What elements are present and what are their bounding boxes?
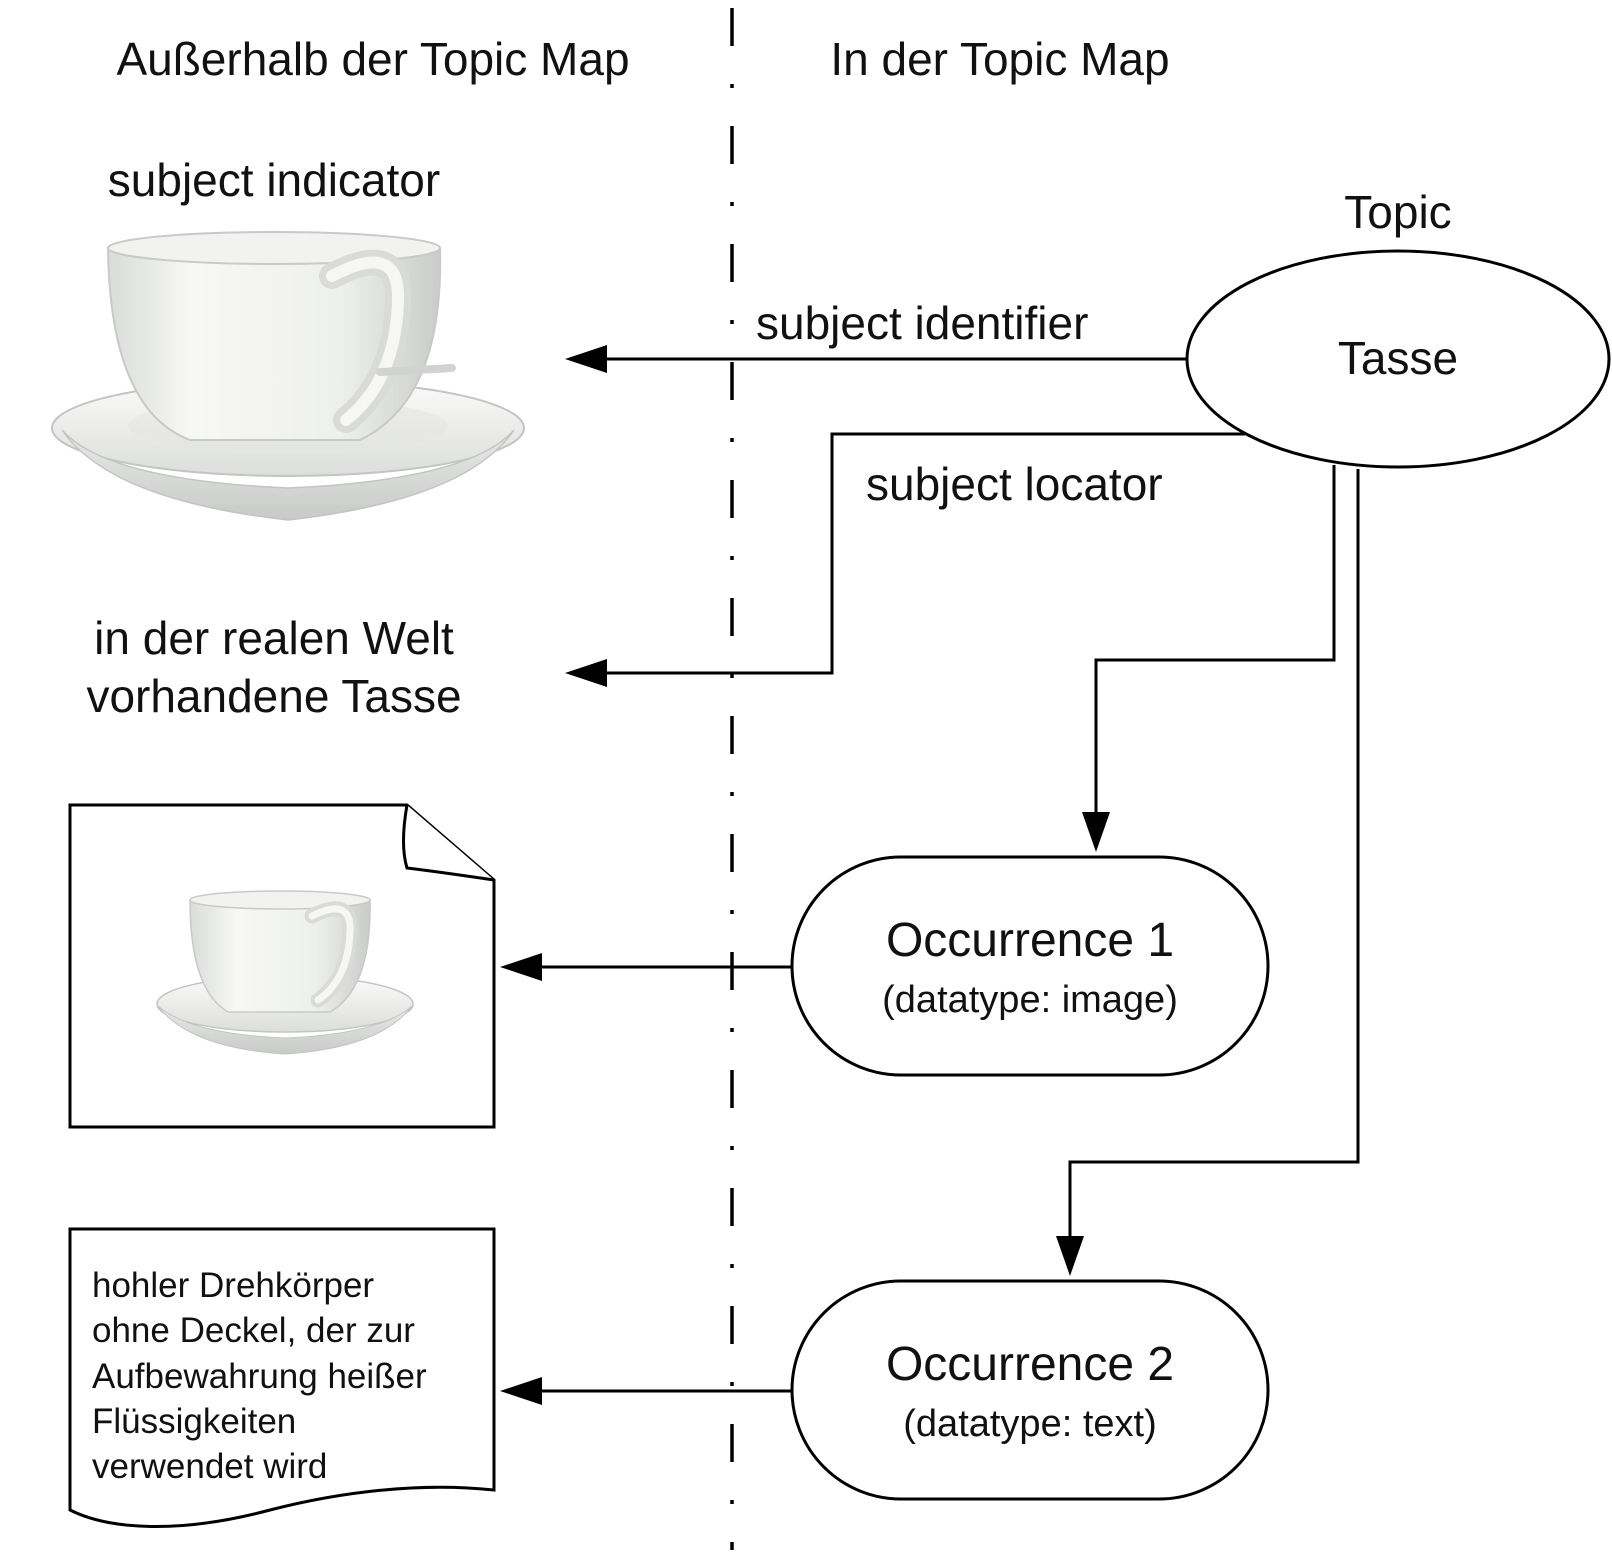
text-document-line-2: ohne Deckel, der zur (92, 1311, 415, 1350)
occurrence-2-node: Occurrence 2 (datatype: text) (790, 1279, 1270, 1501)
topic-to-occurrence-1-edge (1082, 465, 1336, 852)
occurrence-1-datatype: (datatype: image) (882, 979, 1178, 1021)
subject-identifier-label: subject identifier (756, 297, 1088, 349)
header-inside-topic-map: In der Topic Map (830, 33, 1169, 85)
topic-to-occurrence-2-edge (1056, 469, 1360, 1276)
occurrence-1-title: Occurrence 1 (886, 914, 1174, 967)
text-document-line-5: verwendet wird (92, 1447, 327, 1486)
occurrence-1-node: Occurrence 1 (datatype: image) (790, 855, 1270, 1077)
teacup-illustration-small (156, 890, 414, 1055)
occurrence-2-to-text-document-edge (500, 1377, 792, 1405)
subject-locator-edge: subject locator (565, 432, 1245, 687)
image-document (68, 803, 496, 1129)
topic-caption: Topic (1344, 186, 1451, 238)
occurrence-2-datatype: (datatype: text) (903, 1403, 1156, 1445)
text-document-line-1: hohler Drehkörper (92, 1266, 374, 1305)
teacup-illustration-large (51, 231, 525, 521)
occurrence-2-title: Occurrence 2 (886, 1338, 1174, 1391)
subject-locator-label: subject locator (866, 458, 1163, 510)
header-outside-topic-map: Außerhalb der Topic Map (116, 33, 629, 85)
text-document-line-3: Aufbewahrung heißer (92, 1357, 427, 1396)
occurrence-1-to-image-document-edge (500, 953, 792, 981)
subject-identifier-edge: subject identifier (565, 297, 1187, 373)
text-document-line-4: Flüssigkeiten (92, 1402, 296, 1441)
topic-name: Tasse (1338, 332, 1458, 384)
real-world-cup-line1: in der realen Welt (94, 612, 454, 664)
text-document: hohler Drehkörper ohne Deckel, der zur A… (68, 1227, 496, 1529)
real-world-cup-line2: vorhandene Tasse (86, 670, 461, 722)
subject-indicator-label: subject indicator (108, 154, 440, 206)
topic-node: Tasse (1185, 249, 1611, 469)
